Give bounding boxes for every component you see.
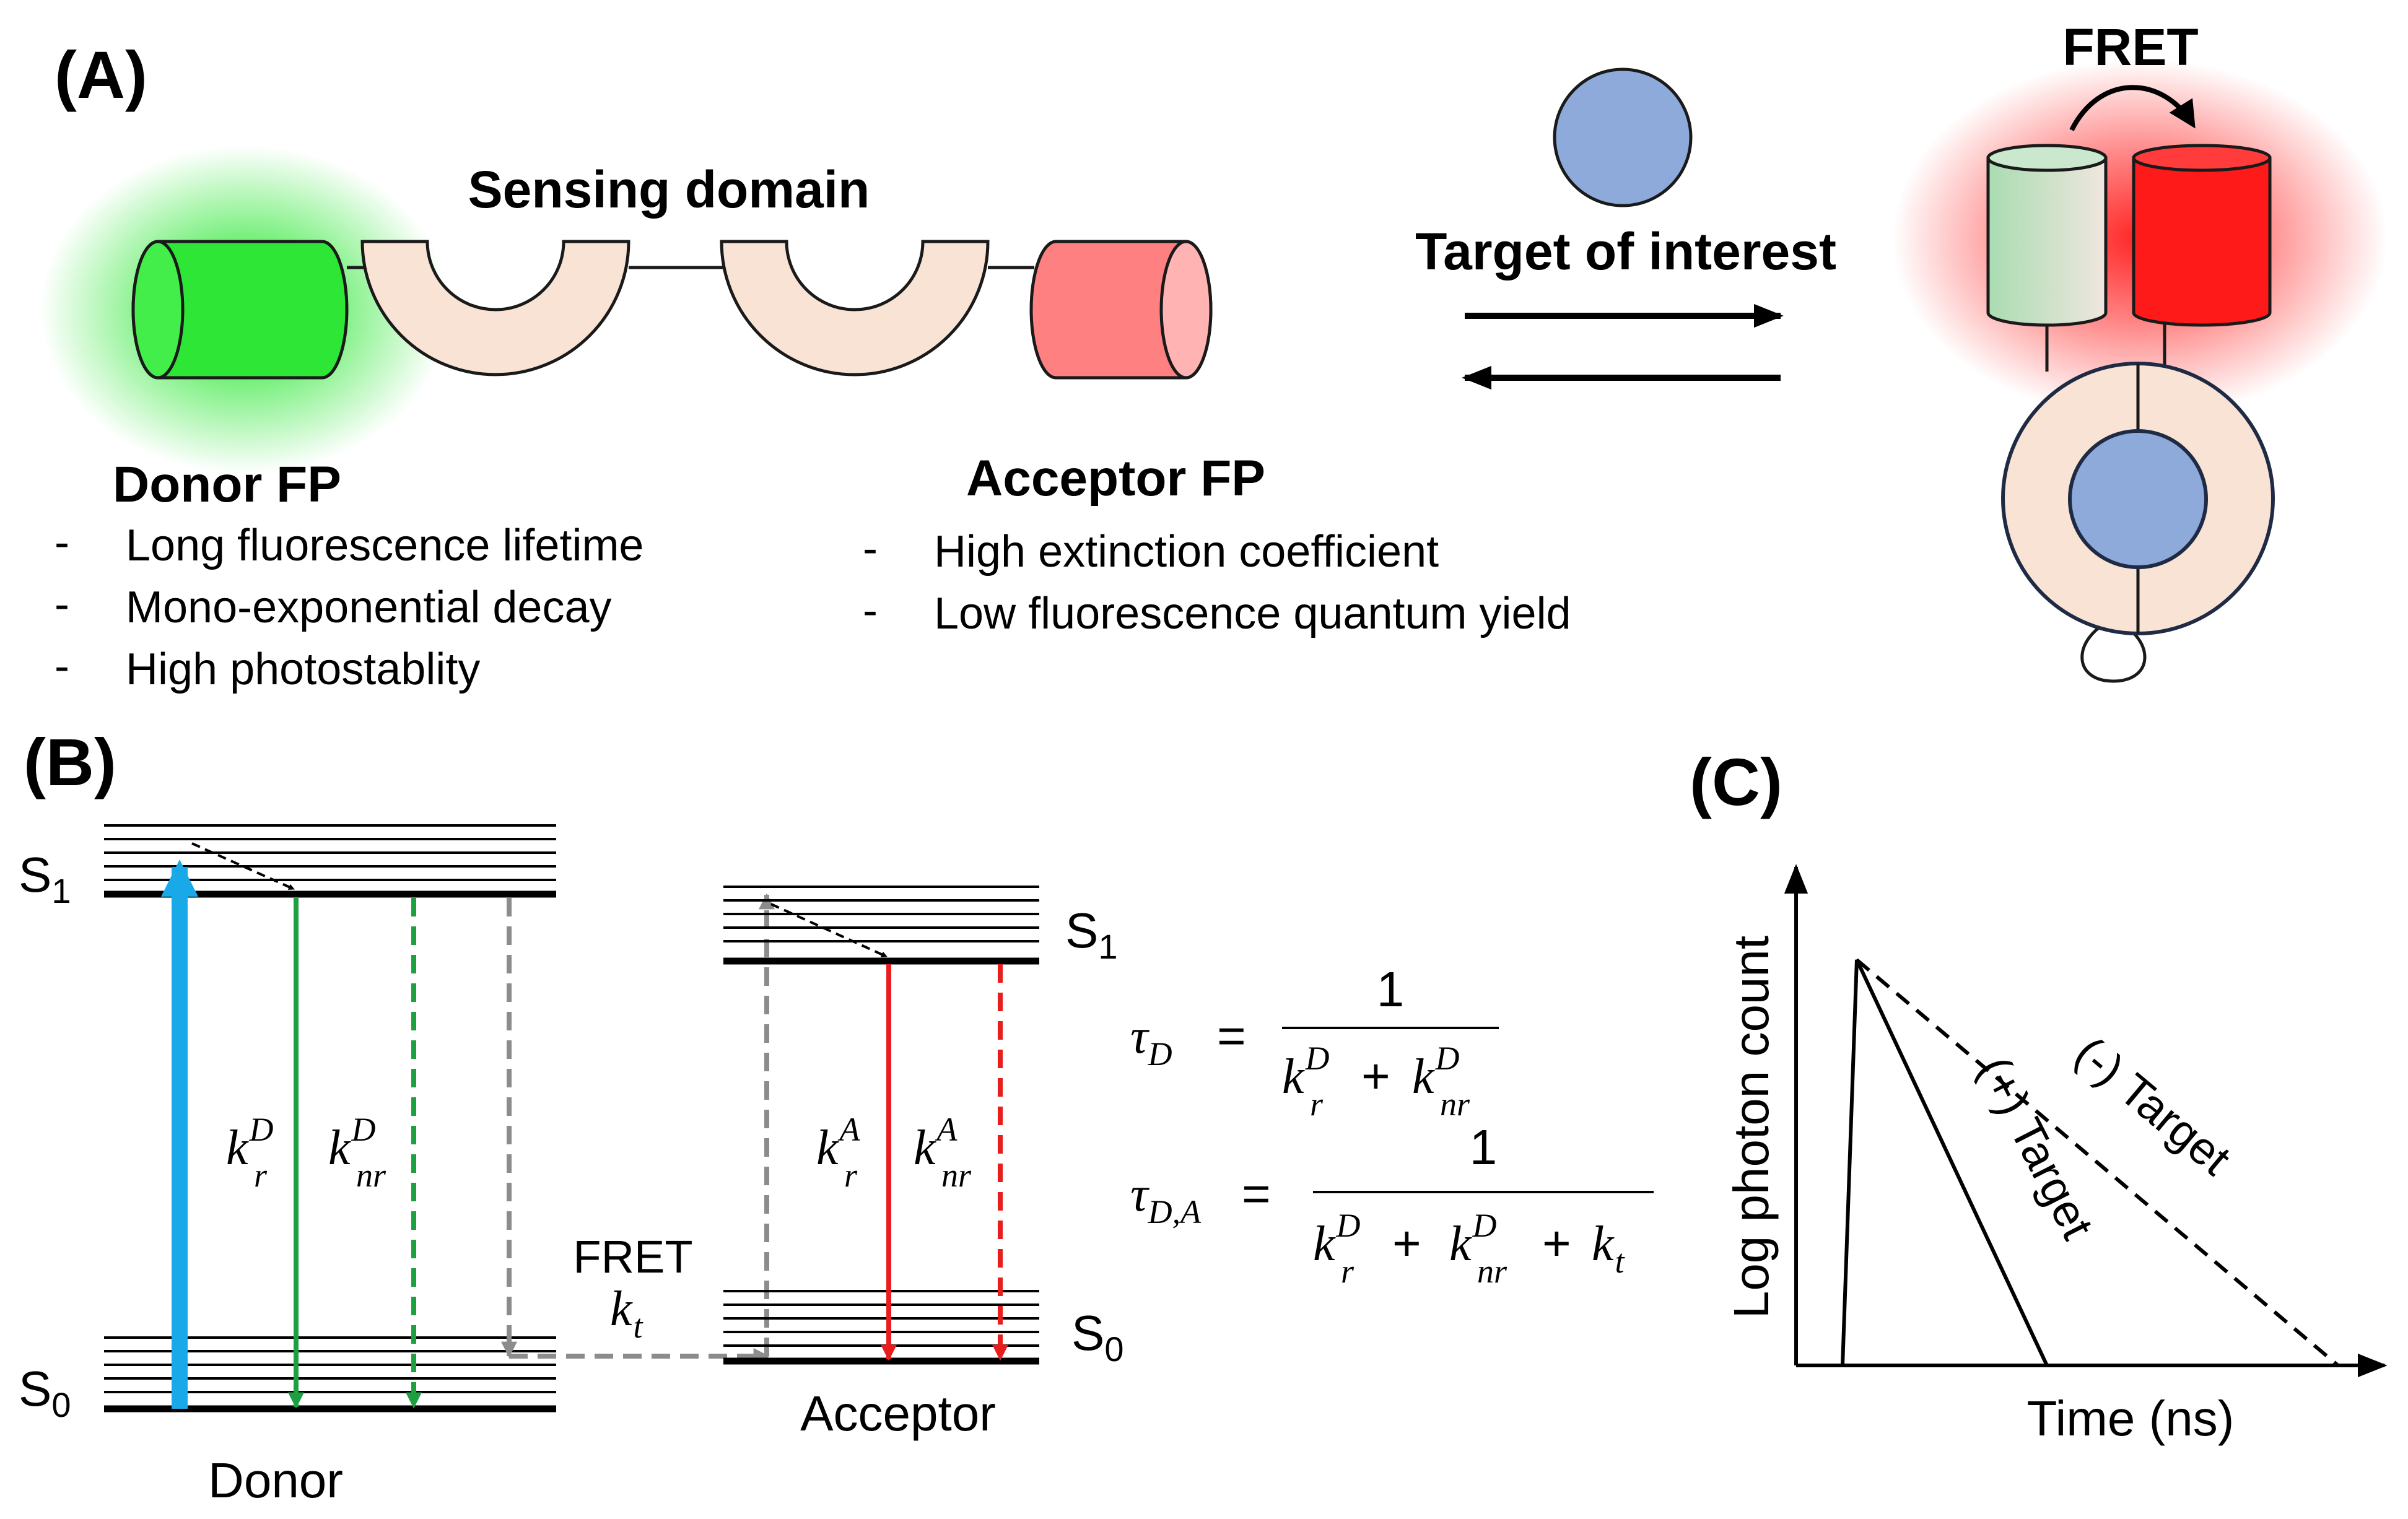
donor-label: Donor [208, 1453, 343, 1508]
donor-fp-cylinder [131, 240, 349, 380]
panel-a-label: (A) [55, 37, 147, 112]
fret-transfer-arrow [2069, 85, 2196, 131]
donor-property-3: High photostablity [126, 645, 480, 694]
donor-s0-label: S0 [19, 1361, 71, 1424]
svg-text:+: + [1542, 1216, 1571, 1271]
acceptor-fp-title: Acceptor FP [966, 450, 1265, 507]
acceptor-bullet-dash-2: - [863, 586, 878, 635]
donor-fp-bound [1986, 144, 2108, 327]
donor-s1-label: S1 [19, 847, 71, 910]
vibrational-relaxation-donor [191, 842, 295, 890]
svg-text:+: + [1392, 1216, 1421, 1271]
bound-target [2068, 429, 2208, 569]
svg-text:=: = [1217, 1008, 1246, 1063]
svg-text:kDr: kDr [1313, 1207, 1361, 1290]
sensing-domain-label: Sensing domain [468, 160, 870, 219]
svg-text:=: = [1242, 1166, 1271, 1221]
acceptor-bullet-dash-1: - [863, 524, 878, 573]
minus-target-label: (-) Target [2066, 1027, 2241, 1185]
acceptor-fp-cylinder [1029, 240, 1213, 380]
vibrational-relaxation-acceptor [770, 903, 888, 958]
svg-text:kt: kt [1592, 1217, 1626, 1280]
target-of-interest-label: Target of interest [1415, 222, 1836, 281]
panel-c: (C) Log photon count Time (ns) (+) Targe… [1690, 744, 2388, 1446]
acceptor-property-1: High extinction coefficient [934, 527, 1439, 577]
acceptor-property-2: Low fluorescence quantum yield [934, 589, 1571, 638]
x-axis-label: Time (ns) [2027, 1391, 2235, 1446]
svg-text:+: + [1361, 1048, 1390, 1103]
donor-property-1: Long fluorescence lifetime [126, 521, 643, 570]
sensing-domain-half-1 [360, 240, 630, 376]
sensing-domain-half-2 [720, 240, 990, 376]
donor-fp-title: Donor FP [113, 456, 341, 513]
panel-c-label: (C) [1690, 744, 1782, 819]
target-molecule [1553, 67, 1693, 207]
acceptor-label: Acceptor [800, 1386, 996, 1441]
fret-rate: kt [610, 1282, 644, 1345]
acceptor-s1-label: S1 [1065, 903, 1118, 966]
acceptor-fp-bound [2132, 144, 2272, 327]
svg-text:kDr: kDr [1282, 1040, 1330, 1123]
svg-text:1: 1 [1470, 1120, 1498, 1175]
acceptor-s1-levels [723, 886, 1039, 965]
svg-text:τD: τD [1130, 1009, 1172, 1073]
acceptor-s0-label: S0 [1071, 1305, 1124, 1369]
acceptor-s0-levels [723, 1290, 1039, 1365]
panel-b-label: (B) [24, 725, 116, 799]
svg-text:1: 1 [1377, 962, 1405, 1017]
minus-target-decay [1856, 958, 2339, 1367]
donor-bullet-dash-3: - [55, 642, 69, 691]
y-axis-label: Log photon count [1724, 936, 1779, 1318]
svg-text:τD,A: τD,A [1130, 1167, 1202, 1230]
donor-bullet-dash-1: - [55, 518, 69, 567]
panel-a: (A) Sensing domain Donor FP - - - Long f… [40, 18, 2388, 694]
fret-label-a: FRET [2062, 18, 2198, 76]
donor-bullet-dash-2: - [55, 580, 69, 629]
donor-property-2: Mono-exponential decay [126, 583, 612, 632]
fret-label-b: FRET [573, 1231, 692, 1282]
